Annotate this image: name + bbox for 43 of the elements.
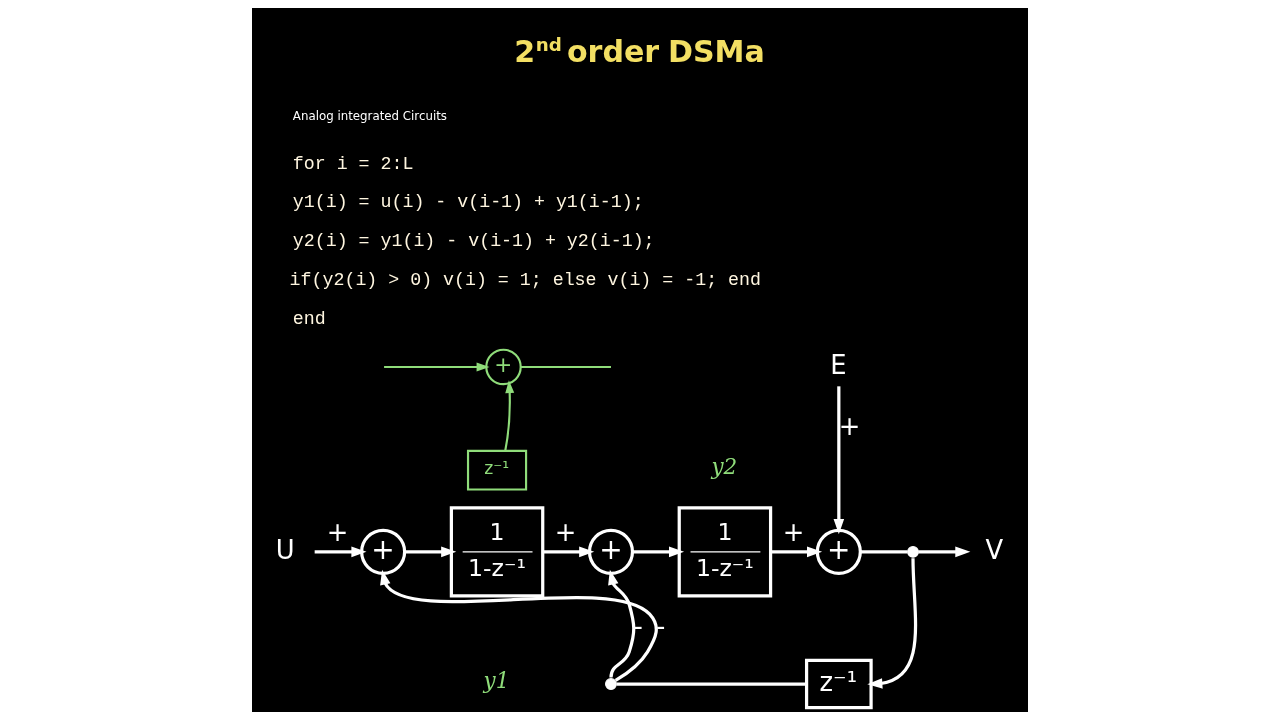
edge-label: + [326,517,349,548]
node-dot [907,545,919,558]
diagram-title: 2$^{nd}$ order DSMa [514,33,765,69]
arrow [867,558,918,689]
arrow [314,546,367,558]
node-box: z⁻¹ [466,449,528,491]
arrow [770,546,823,558]
node-box: 1 1-z⁻¹ [449,506,545,598]
node-box: z⁻¹ [805,658,873,710]
arrow [542,546,595,558]
connector [520,365,611,369]
node-dot [605,678,617,690]
connector [860,550,908,554]
label: Analog integrated Circuits [292,108,448,123]
arrow [404,546,457,558]
arrow [632,546,685,558]
node-box: 1 1-z⁻¹ [677,506,773,598]
arrow [504,380,515,451]
edge-label: - [656,610,666,641]
arrow [384,362,490,372]
label: end [292,308,326,329]
edge-label: + [782,517,805,548]
label: for i = 2:L [292,153,414,174]
arrow [380,569,658,682]
label: y2(i) = y1(i) - v(i-1) + y2(i-1); [292,231,655,252]
label: y1 [483,668,510,694]
arrow [918,546,971,558]
edge-label: - [633,610,643,641]
arrow [833,386,845,535]
edge-label: + [838,410,861,441]
label: y2 [711,454,738,480]
node-text: V [985,534,1004,565]
edge-label: + [554,517,577,548]
node-circle: + [360,528,407,575]
arrow [608,569,636,678]
connector [616,682,807,686]
label: if(y2(i) > 0) v(i) = 1; else v(i) = -1; end [289,269,761,290]
node-text: U [275,534,295,565]
node-circle: + [587,528,635,575]
node-circle: + [815,528,862,575]
node-text: E [830,349,847,380]
label: y1(i) = u(i) - v(i-1) + y1(i-1); [292,192,644,213]
node-circle: + [485,348,522,386]
